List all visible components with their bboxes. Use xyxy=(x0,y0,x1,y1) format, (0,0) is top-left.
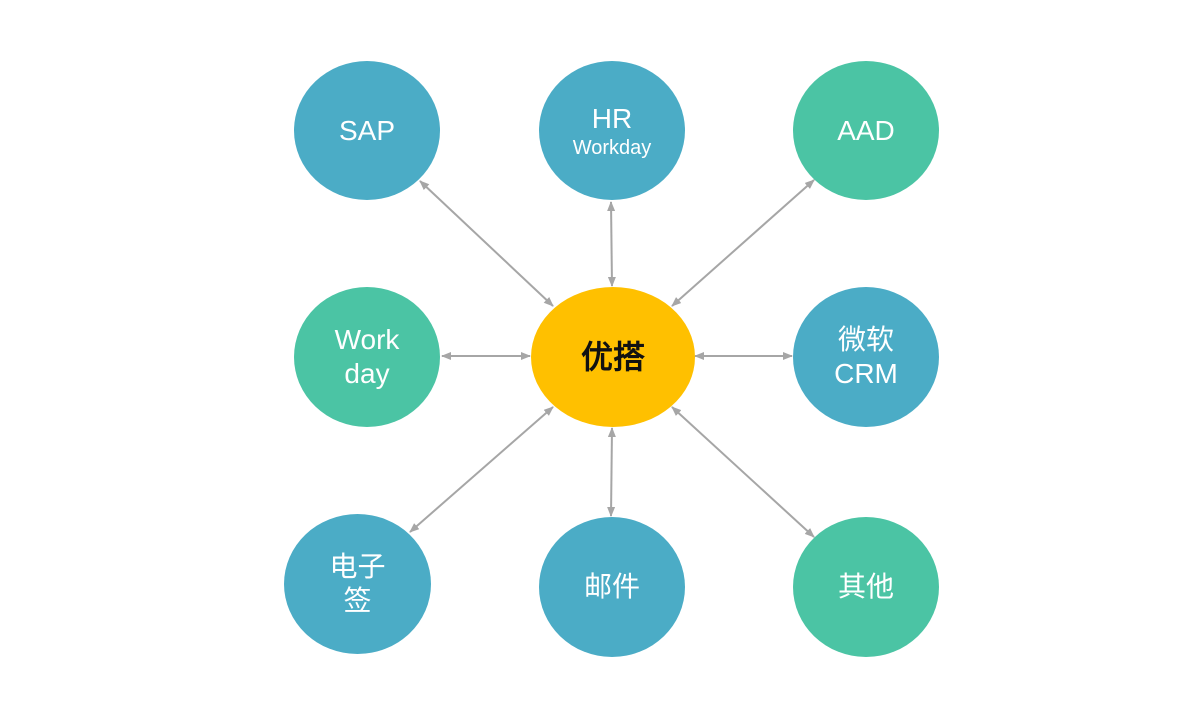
connector-mail xyxy=(607,427,616,517)
node-workday-label-2: day xyxy=(344,358,390,389)
node-microsoft-crm: 微软 CRM xyxy=(793,287,939,427)
node-hr-label: HR xyxy=(591,102,633,134)
node-esign: 电子 签 xyxy=(284,514,431,654)
connector-aad xyxy=(671,179,815,307)
node-aad-label: AAD xyxy=(837,114,895,146)
connector-hr xyxy=(607,201,616,287)
center-node-label: 优搭 xyxy=(580,338,645,376)
node-workday-label-1: Work xyxy=(334,324,400,355)
node-esign-label-2: 签 xyxy=(343,585,372,616)
node-sap: SAP xyxy=(294,61,440,200)
node-hr-sublabel: Workday xyxy=(572,136,652,159)
center-node-youda: 优搭 xyxy=(531,287,695,427)
node-aad: AAD xyxy=(793,61,939,200)
node-mail: 邮件 xyxy=(539,517,685,657)
connector-esign xyxy=(409,406,554,533)
node-crm-label-1: 微软 xyxy=(837,324,894,355)
node-other-label: 其他 xyxy=(837,571,894,602)
connector-other xyxy=(671,406,815,538)
node-mail-label: 邮件 xyxy=(583,571,640,602)
node-workday: Work day xyxy=(294,287,440,427)
node-esign-label-1: 电子 xyxy=(329,551,386,582)
node-crm-label-2: CRM xyxy=(834,358,898,389)
node-sap-label: SAP xyxy=(338,114,396,146)
node-other: 其他 xyxy=(793,517,939,657)
connector-sap xyxy=(419,180,554,307)
node-hr-workday: HR Workday xyxy=(539,61,685,200)
